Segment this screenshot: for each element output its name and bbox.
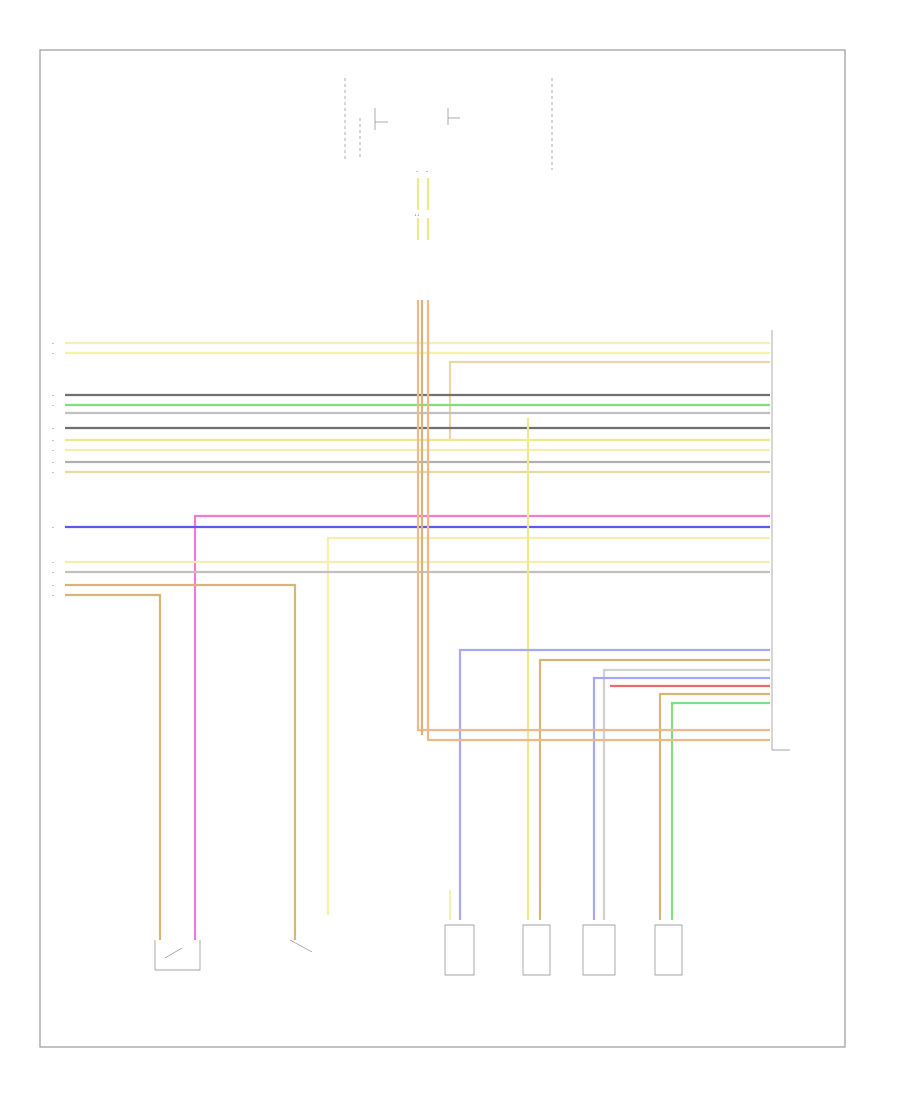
passenger-seat-belt-switch	[289, 878, 330, 953]
wire-tan-3	[65, 583, 297, 900]
svg-text:•: •	[52, 594, 54, 598]
wire-tan-5	[538, 658, 770, 890]
diagram-border	[39, 49, 846, 1048]
svg-text:•: •	[52, 584, 54, 588]
wire-light-blue-2	[592, 676, 770, 890]
module-connector	[771, 330, 790, 751]
svg-text:•: •	[52, 526, 54, 530]
wire-pink	[193, 514, 770, 878]
svg-text:•: •	[52, 561, 54, 565]
left-pin-ticks: • • • • • • • • • • • • • •	[52, 342, 54, 598]
wire-white	[602, 668, 770, 890]
svg-text:•: •	[52, 471, 54, 475]
svg-text:↓↓: ↓↓	[414, 213, 420, 217]
wire-orange-2	[426, 300, 770, 742]
upper-connector-wires: • • ↓↓	[414, 170, 432, 240]
svg-text:•: •	[52, 342, 54, 346]
driver-seat-position-sensor	[582, 890, 616, 976]
passenger-occupant-sensor	[444, 890, 475, 976]
driver-seat-belt-switch	[154, 878, 201, 971]
svg-text:•: •	[52, 449, 54, 453]
driver-side-impact-sensor	[522, 890, 551, 976]
horizontal-wire-group	[65, 300, 770, 900]
wire-tan-4	[65, 593, 162, 878]
wire-light-blue	[458, 648, 770, 890]
svg-text:•: •	[52, 571, 54, 575]
svg-text:•: •	[52, 352, 54, 356]
wire-orange-1	[416, 300, 770, 732]
svg-text:•: •	[52, 439, 54, 443]
svg-text:•: •	[52, 427, 54, 431]
svg-text:•: •	[426, 170, 428, 174]
top-component-group	[344, 78, 553, 170]
svg-text:•: •	[52, 394, 54, 398]
svg-text:•: •	[52, 461, 54, 465]
svg-text:•: •	[52, 404, 54, 408]
front-passenger-side-sensor	[654, 890, 683, 976]
svg-text:•: •	[416, 170, 418, 174]
wire-tan-6	[658, 692, 770, 890]
wire-green-2	[670, 701, 770, 890]
wire-yellow-5	[326, 536, 770, 878]
